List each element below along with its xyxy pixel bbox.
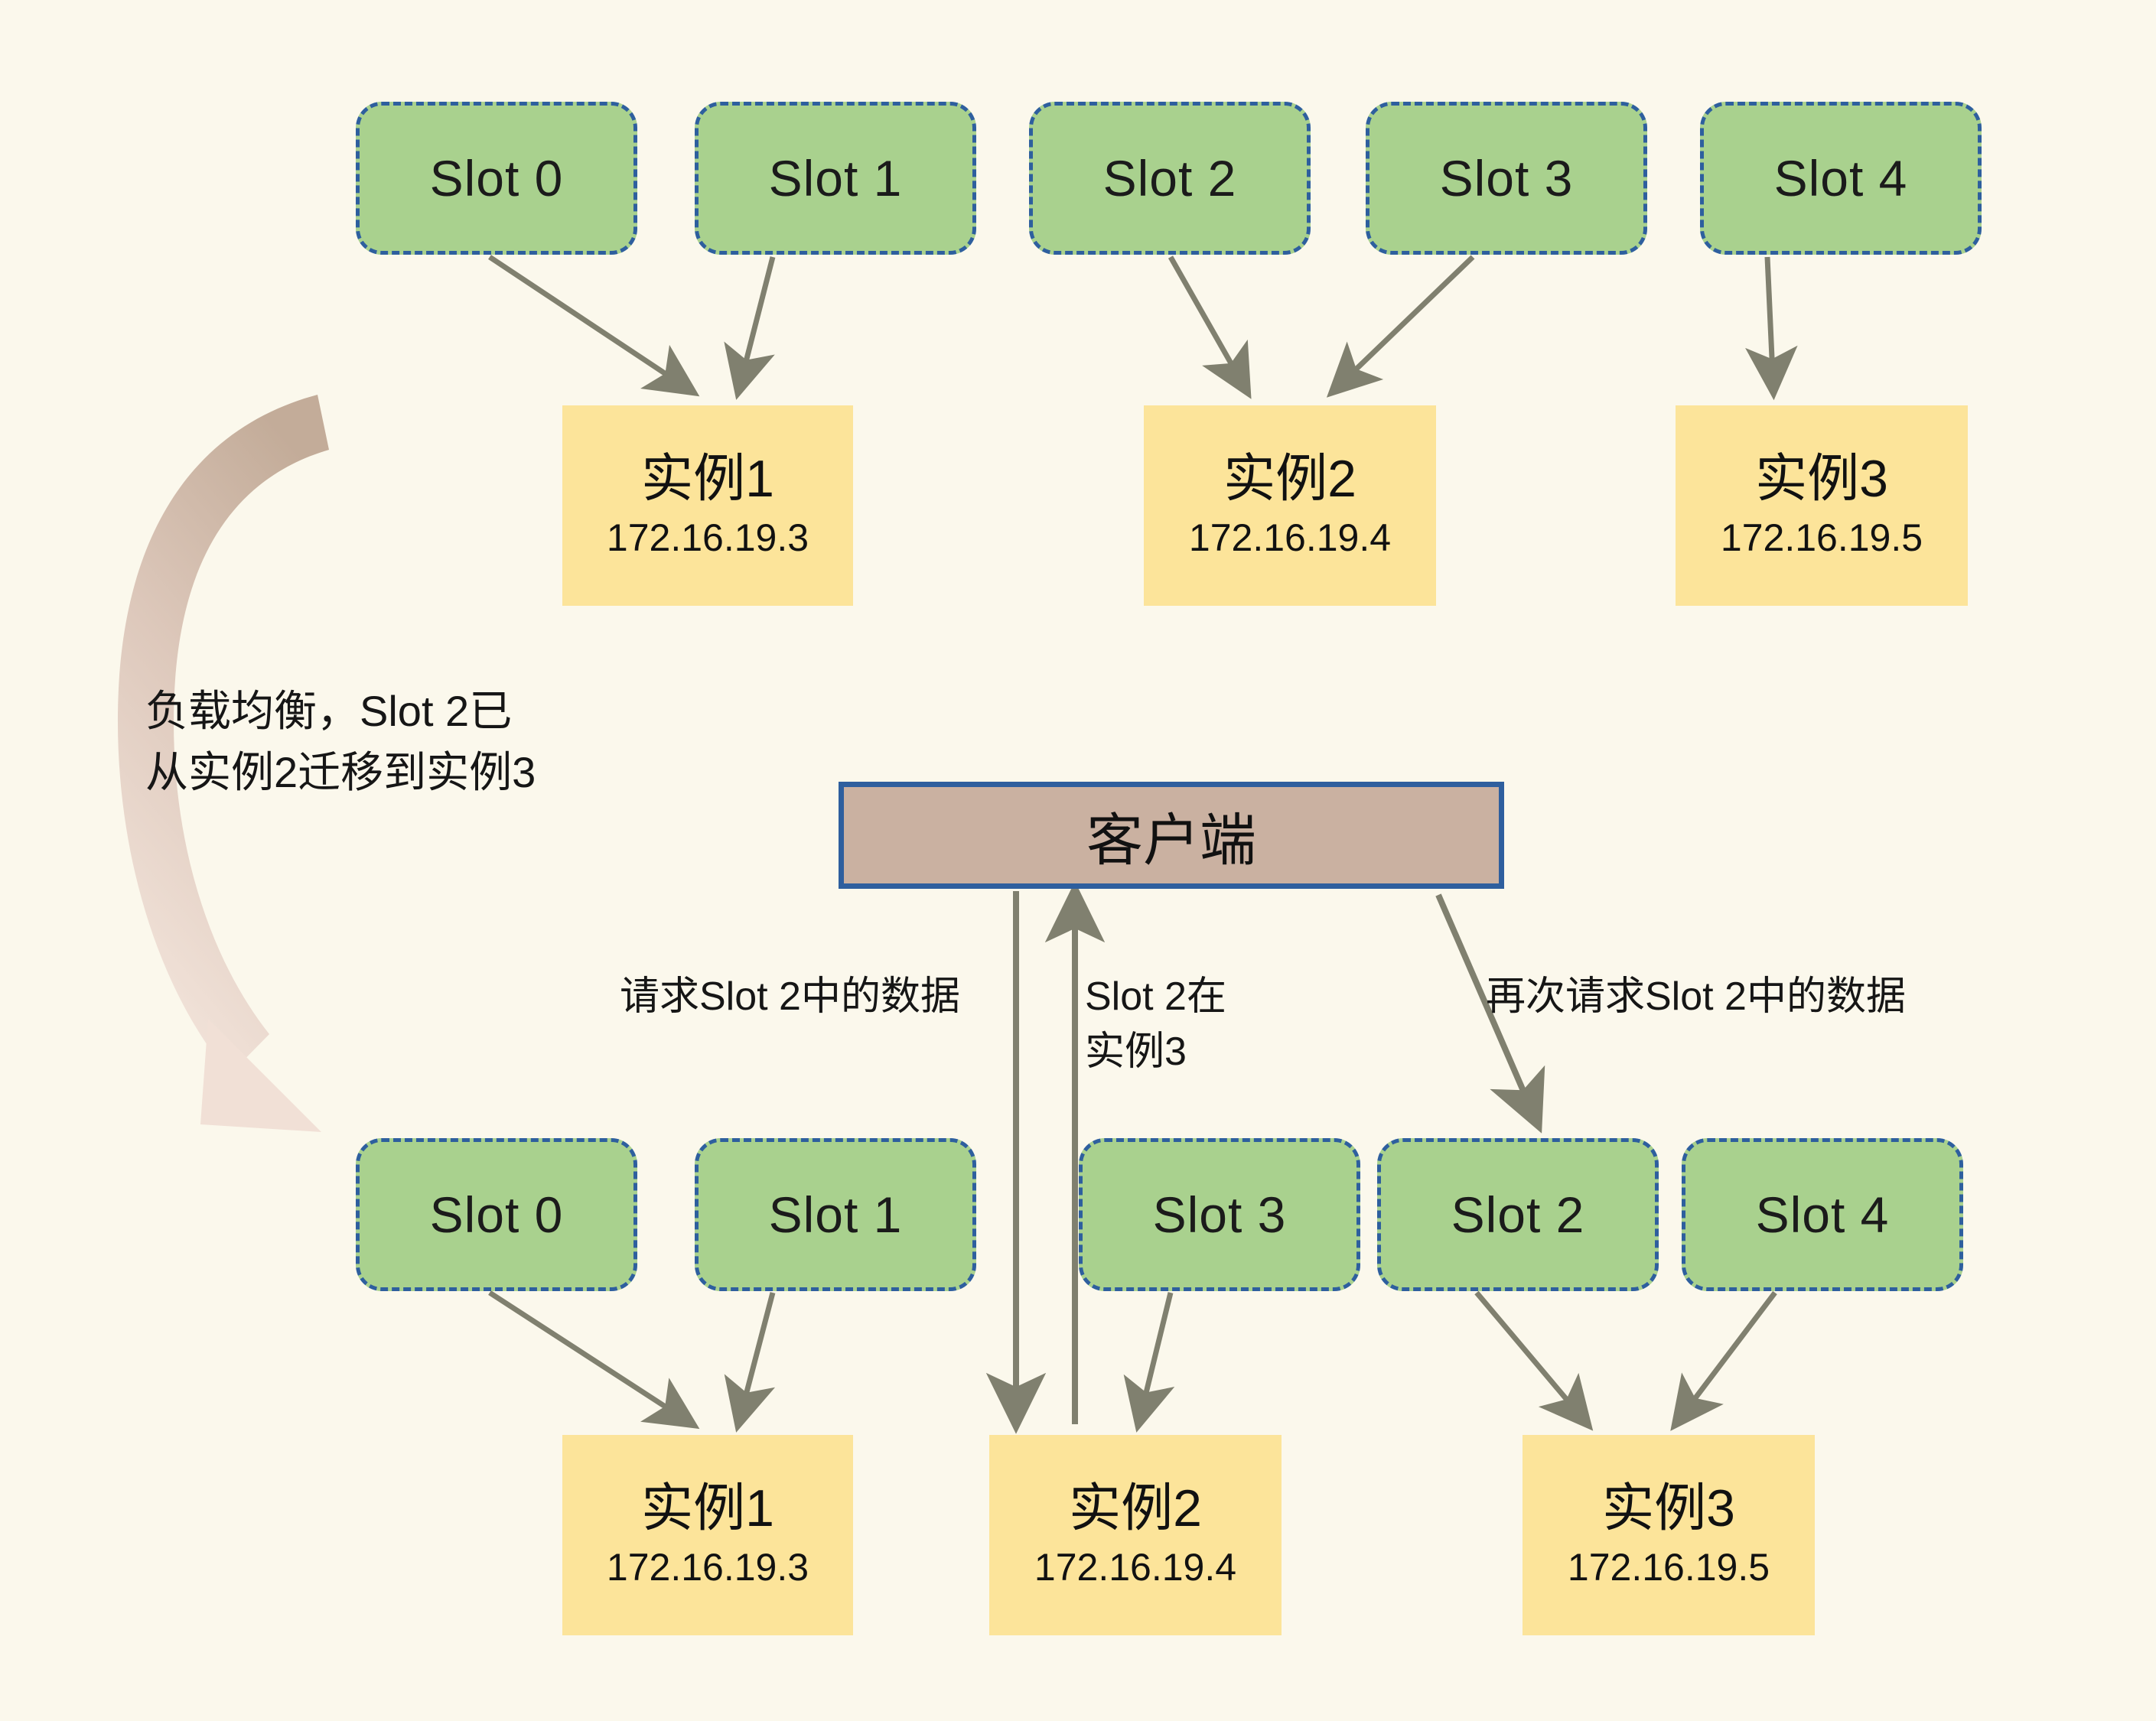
request-slot2-label: 请求Slot 2中的数据: [620, 974, 960, 1019]
request-again-label: 再次请求Slot 2中的数据: [1486, 974, 1906, 1019]
instance-box-bottom-1[interactable]: 实例1 172.16.19.3: [562, 1435, 853, 1635]
client-box[interactable]: 客户端: [839, 782, 1504, 889]
instance-name: 实例3: [1755, 449, 1888, 508]
instance-ip: 172.16.19.3: [606, 516, 809, 560]
slot-box-top-4[interactable]: Slot 4: [1700, 102, 1982, 255]
slot-box-bottom-0[interactable]: Slot 0: [356, 1138, 637, 1291]
slot-box-top-2[interactable]: Slot 2: [1029, 102, 1311, 255]
instance-ip: 172.16.19.4: [1188, 516, 1392, 560]
instance-name: 实例2: [1069, 1479, 1202, 1537]
top-slot-links: [488, 255, 1798, 401]
instance-ip: 172.16.19.5: [1720, 516, 1923, 560]
slot-box-top-0[interactable]: Slot 0: [356, 102, 637, 255]
instance-box-top-1[interactable]: 实例1 172.16.19.3: [562, 405, 853, 606]
instance-box-top-3[interactable]: 实例3 172.16.19.5: [1676, 405, 1968, 606]
instance-name: 实例2: [1223, 449, 1356, 508]
instance-name: 实例3: [1602, 1479, 1735, 1537]
slot2-location-label: Slot 2在 实例3: [1085, 974, 1226, 1074]
instance-box-top-2[interactable]: 实例2 172.16.19.4: [1144, 405, 1436, 606]
slot-box-bottom-1[interactable]: Slot 1: [695, 1138, 976, 1291]
instance-ip: 172.16.19.5: [1567, 1546, 1770, 1589]
instance-ip: 172.16.19.4: [1034, 1546, 1237, 1589]
slot-box-top-1[interactable]: Slot 1: [695, 102, 976, 255]
slot-box-bottom-2[interactable]: Slot 3: [1079, 1138, 1360, 1291]
slot-box-top-3[interactable]: Slot 3: [1366, 102, 1647, 255]
instance-name: 实例1: [641, 449, 774, 508]
instance-box-bottom-3[interactable]: 实例3 172.16.19.5: [1523, 1435, 1815, 1635]
instance-name: 实例1: [641, 1479, 774, 1537]
slot-box-bottom-3[interactable]: Slot 2: [1377, 1138, 1659, 1291]
migration-note: 负载均衡，Slot 2已 从实例2迁移到实例3: [145, 687, 536, 796]
bottom-slot-links: [488, 1290, 1777, 1433]
slot-box-bottom-4[interactable]: Slot 4: [1682, 1138, 1963, 1291]
instance-ip: 172.16.19.3: [606, 1546, 809, 1589]
instance-box-bottom-2[interactable]: 实例2 172.16.19.4: [989, 1435, 1282, 1635]
